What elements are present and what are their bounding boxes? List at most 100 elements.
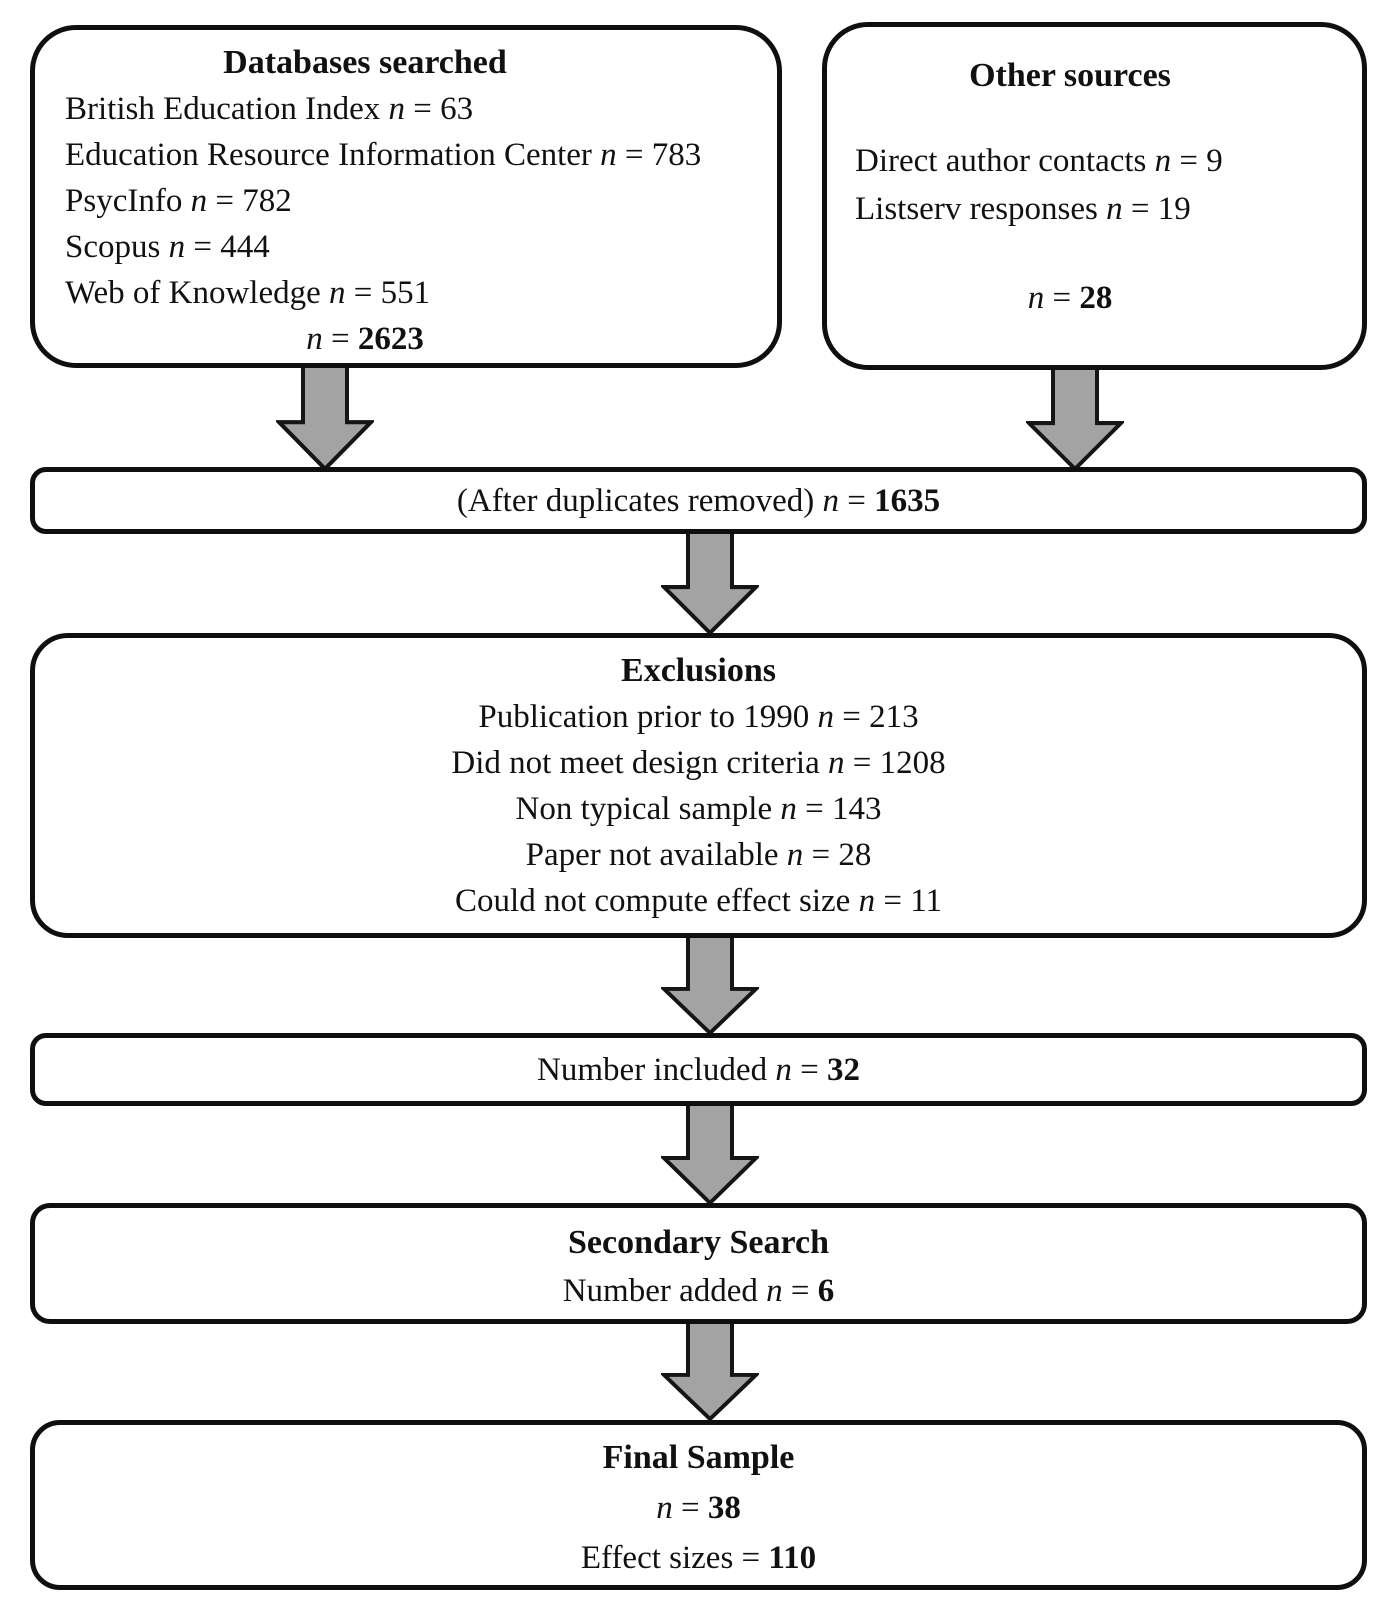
stat-value: 551 (380, 275, 431, 311)
exclusions-box: Exclusions Publication prior to 1990 n =… (30, 633, 1367, 938)
equals-sign: = (1052, 280, 1072, 316)
equals-sign: = (1130, 191, 1150, 227)
stat-line: Publication prior to 1990 n = 213 (35, 694, 1362, 740)
spacer (855, 233, 1354, 275)
stat-value: 1208 (879, 745, 946, 781)
stat-value: 783 (651, 137, 702, 173)
stat-label: Paper not available (525, 837, 779, 873)
stat-label: Direct author contacts (855, 143, 1147, 179)
other-sources-box-title: Other sources (969, 57, 1171, 94)
stat-line: Number added n = 6 (35, 1267, 1362, 1316)
stat-label: Did not meet design criteria (451, 745, 820, 781)
n-symbol: n (786, 837, 804, 873)
stat-label: Number included (537, 1051, 768, 1088)
stat-line: Web of Knowledge n = 551 (65, 270, 769, 316)
n-symbol: n (600, 137, 617, 173)
databases-box-title: Databases searched (223, 44, 507, 81)
stat-line: Direct author contacts n = 9 (855, 137, 1354, 185)
n-symbol: n (190, 183, 208, 219)
equals-sign: = (790, 1273, 810, 1309)
equals-sign: = (847, 482, 866, 519)
stat-label: Could not compute effect size (455, 883, 851, 919)
equals-sign: = (883, 883, 902, 919)
spacer (855, 99, 1354, 137)
stat-value: 19 (1157, 191, 1191, 227)
n-symbol: n (306, 321, 323, 357)
duplicates-line: (After duplicates removed) n = 1635 (457, 478, 940, 524)
flow-arrow-down (661, 934, 759, 1036)
total-value: 38 (707, 1490, 741, 1526)
stat-label: Publication prior to 1990 (478, 699, 810, 735)
n-symbol: n (168, 229, 186, 265)
effect-sizes-line: Effect sizes = 110 (35, 1533, 1362, 1583)
n-symbol: n (822, 482, 839, 519)
final-sample-box: Final Sample n = 38 Effect sizes = 110 (30, 1420, 1367, 1590)
equals-sign: = (330, 321, 350, 357)
stat-label: Scopus (65, 229, 161, 265)
equals-sign: = (741, 1540, 761, 1576)
total-value: 110 (768, 1540, 817, 1576)
stat-line: Education Resource Information Center n … (65, 132, 769, 178)
stat-label: Effect sizes (580, 1540, 734, 1576)
total-value: 28 (1079, 280, 1113, 316)
stat-line: Listserv responses n = 19 (855, 185, 1354, 233)
stat-line: Scopus n = 444 (65, 224, 769, 270)
equals-sign: = (1179, 143, 1199, 179)
n-symbol: n (1027, 280, 1045, 316)
duplicates-removed-box: (After duplicates removed) n = 1635 (30, 467, 1367, 534)
stat-label: Education Resource Information Center (65, 137, 592, 173)
stat-label: Web of Knowledge (65, 275, 321, 311)
n-symbol: n (1154, 143, 1172, 179)
equals-sign: = (193, 229, 212, 265)
n-symbol: n (1106, 191, 1123, 227)
equals-sign: = (852, 745, 872, 781)
stat-line: Non typical sample n = 143 (35, 786, 1362, 832)
equals-sign: = (842, 699, 861, 735)
stat-label: Non typical sample (515, 791, 773, 827)
equals-sign: = (215, 183, 234, 219)
n-symbol: n (817, 699, 835, 735)
stat-value: 143 (831, 791, 882, 827)
flow-arrow-down (661, 1320, 759, 1422)
equals-sign: = (805, 791, 824, 827)
flow-arrow-down (661, 1102, 759, 1206)
included-line: Number included n = 32 (537, 1047, 860, 1093)
other-sources-box: Other sources Direct author contacts n =… (822, 22, 1367, 370)
stat-label: British Education Index (65, 91, 381, 127)
n-symbol: n (775, 1051, 792, 1088)
final-sample-box-title: Final Sample (602, 1439, 795, 1476)
stat-value: 444 (220, 229, 270, 265)
stat-line: PsycInfo n = 782 (65, 178, 769, 224)
total-value: 32 (826, 1051, 860, 1088)
flow-arrow-down (661, 530, 759, 636)
n-symbol: n (766, 1273, 783, 1309)
stat-label: PsycInfo (65, 183, 183, 219)
n-symbol: n (388, 91, 406, 127)
stat-line: British Education Index n = 63 (65, 86, 769, 132)
secondary-search-box: Secondary Search Number added n = 6 (30, 1203, 1367, 1324)
stat-value: 9 (1206, 143, 1223, 179)
equals-sign: = (680, 1490, 700, 1526)
stat-label: Listserv responses (855, 191, 1098, 227)
flow-arrow-down (276, 364, 374, 472)
total-value: 1635 (874, 482, 941, 519)
stat-line: Paper not available n = 28 (35, 832, 1362, 878)
stat-value: 63 (440, 91, 474, 127)
flow-arrow-down (1026, 366, 1124, 472)
equals-sign: = (413, 91, 432, 127)
exclusions-box-title: Exclusions (621, 652, 776, 689)
number-included-box: Number included n = 32 (30, 1033, 1367, 1106)
n-symbol: n (780, 791, 797, 827)
n-symbol: n (828, 745, 845, 781)
databases-searched-box: Databases searched British Education Ind… (30, 25, 782, 368)
total-value: 2623 (357, 321, 424, 357)
stat-label: (After duplicates removed) (456, 482, 815, 519)
stat-value: 213 (869, 699, 919, 735)
equals-sign: = (800, 1051, 819, 1088)
n-symbol: n (329, 275, 346, 311)
stat-value: 782 (242, 183, 292, 219)
equals-sign: = (624, 137, 644, 173)
databases-total-line: n = 2623 (65, 316, 665, 362)
secondary-search-box-title: Secondary Search (568, 1224, 829, 1261)
